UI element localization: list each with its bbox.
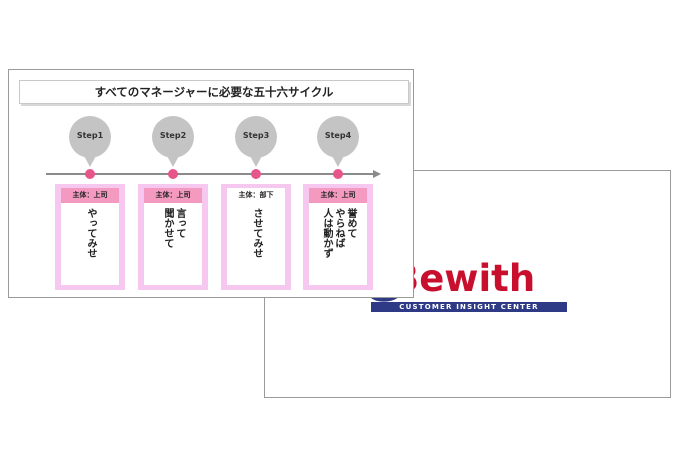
step-bubble-4 [317, 116, 359, 167]
front-slide[interactable]: すべてのマネージャーに必要な五十六サイクル Step1 Step2 Step3 … [8, 69, 414, 298]
step-label-1: Step1 [76, 131, 104, 140]
step-card-text: やってみせ [85, 208, 96, 258]
step-label-3: Step3 [242, 131, 270, 140]
step-card-text: 誉めて やらねば 人は動かず [321, 208, 356, 258]
step-card-2: 主体：上司 言って 聞かせて [138, 184, 208, 290]
timeline-arrowhead-icon [373, 170, 381, 178]
step-bubble-3 [235, 116, 277, 167]
step-bubble-1 [69, 116, 111, 167]
step-card-head: 主体：上司 [309, 188, 367, 203]
step-marker-4 [333, 169, 343, 179]
step-label-4: Step4 [324, 131, 352, 140]
title-box: すべてのマネージャーに必要な五十六サイクル [19, 80, 409, 104]
step-card-text: 言って 聞かせて [162, 208, 185, 248]
timeline-graphic [46, 116, 381, 179]
step-marker-3 [251, 169, 261, 179]
logo-tagline: CUSTOMER INSIGHT CENTER [371, 302, 567, 312]
step-card-1: 主体：上司 やってみせ [55, 184, 125, 290]
step-card-4: 主体：上司 誉めて やらねば 人は動かず [303, 184, 373, 290]
step-card-head: 主体：部下 [238, 191, 274, 199]
step-card-head: 主体：上司 [61, 188, 119, 203]
step-marker-2 [168, 169, 178, 179]
step-marker-1 [85, 169, 95, 179]
step-card-3: 主体：部下 させてみせ [221, 184, 291, 290]
slide-title: すべてのマネージャーに必要な五十六サイクル [94, 85, 334, 99]
step-label-2: Step2 [159, 131, 187, 140]
logo-word: Bewith [391, 257, 536, 300]
step-card-head: 主体：上司 [144, 188, 202, 203]
step-bubble-2 [152, 116, 194, 167]
step-card-text: させてみせ [251, 208, 262, 258]
